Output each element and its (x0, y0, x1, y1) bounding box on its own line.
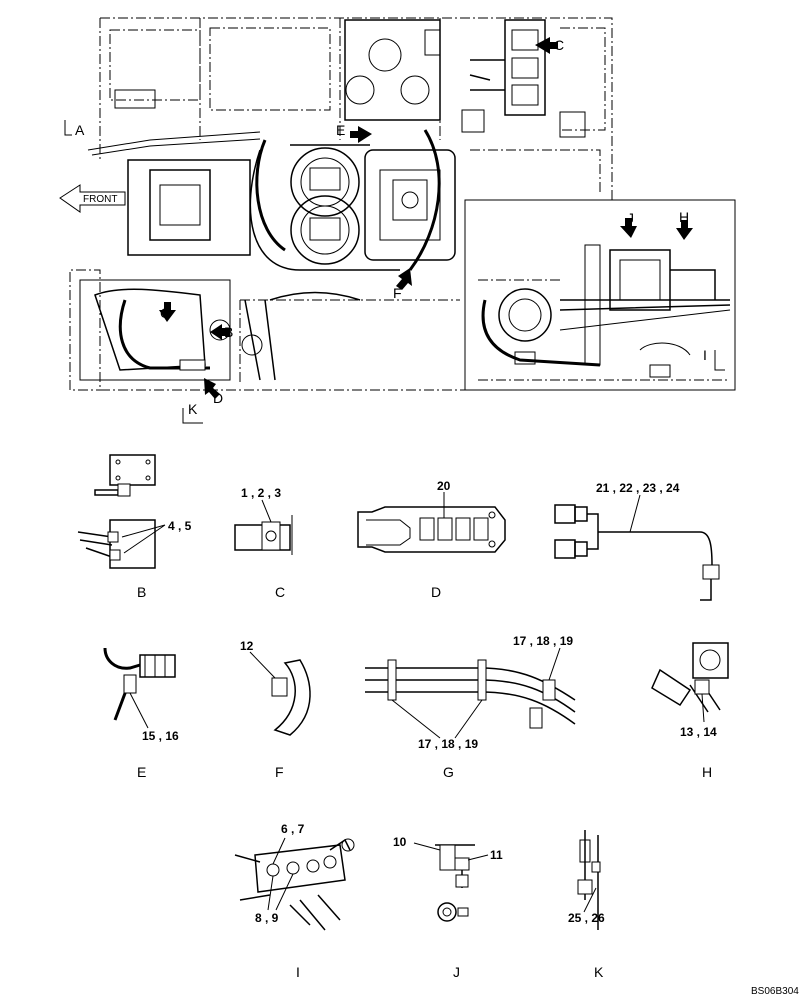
label-17-19-bottom: 17 , 18 , 19 (418, 737, 478, 751)
detail-k: 25 , 26 K (568, 830, 605, 980)
inset-view: J H I (464, 199, 736, 391)
main-view-callouts: A FRONT C E F G B D K (59, 37, 564, 424)
callout-c: C (554, 37, 564, 53)
caption-j: J (453, 964, 460, 980)
arrow-c-icon (535, 37, 558, 54)
label-4-5: 4 , 5 (168, 519, 192, 533)
label-15-16: 15 , 16 (142, 729, 179, 743)
label-25-26: 25 , 26 (568, 911, 605, 925)
label-6-7: 6 , 7 (281, 822, 305, 836)
detail-g: 17 , 18 , 19 17 , 18 , 19 G (365, 634, 576, 780)
arrow-d-icon (204, 378, 220, 399)
callout-j: J (627, 210, 634, 226)
caption-i: I (296, 964, 300, 980)
arrow-e-icon (350, 126, 372, 143)
label-20: 20 (437, 479, 451, 493)
label-1-2-3: 1 , 2 , 3 (241, 486, 281, 500)
caption-h: H (702, 764, 712, 780)
detail-b: 4 , 5 B (77, 454, 192, 600)
caption-d: D (431, 584, 441, 600)
caption-f: F (275, 764, 284, 780)
detail-h: 13 , 14 H (651, 642, 729, 780)
section-mark-k (182, 408, 203, 424)
arrow-b-icon (210, 324, 230, 340)
label-13-14: 13 , 14 (680, 725, 717, 739)
callout-a: A (75, 122, 85, 138)
label-12: 12 (240, 639, 254, 653)
callout-g: G (160, 305, 171, 321)
label-21-24: 21 , 22 , 23 , 24 (596, 481, 680, 495)
section-mark-a (64, 120, 72, 136)
label-8-9: 8 , 9 (255, 911, 279, 925)
callout-f: F (393, 285, 402, 301)
caption-b: B (137, 584, 146, 600)
front-label: FRONT (83, 194, 117, 205)
detail-d: 20 D (357, 479, 506, 600)
detail-e: 15 , 16 E (103, 647, 179, 780)
label-17-19-top: 17 , 18 , 19 (513, 634, 573, 648)
caption-g: G (443, 764, 454, 780)
detail-harness: 21 , 22 , 23 , 24 (554, 481, 720, 601)
callout-k: K (188, 401, 198, 417)
callout-i: I (703, 347, 707, 363)
arrow-j-icon (620, 218, 637, 238)
caption-c: C (275, 584, 285, 600)
callout-h: H (679, 209, 689, 225)
front-arrow-icon (59, 184, 126, 213)
detail-i: 6 , 7 8 , 9 I (234, 822, 355, 980)
arrow-g-icon (159, 302, 176, 322)
caption-k: K (594, 964, 604, 980)
callout-b: B (224, 324, 233, 340)
detail-f: 12 F (240, 639, 311, 780)
arrow-f-icon (396, 268, 412, 290)
section-mark-i (714, 350, 725, 371)
main-assembly-view (69, 17, 613, 391)
label-10: 10 (393, 835, 407, 849)
caption-e: E (137, 764, 146, 780)
callout-e: E (336, 122, 345, 138)
detail-c: 1 , 2 , 3 C (234, 486, 293, 600)
drawing-code: BS06B304 (751, 986, 799, 997)
callout-d: D (213, 390, 223, 406)
label-11: 11 (490, 848, 503, 862)
detail-j: 10 11 J (393, 835, 503, 980)
arrow-h-icon (676, 220, 693, 240)
